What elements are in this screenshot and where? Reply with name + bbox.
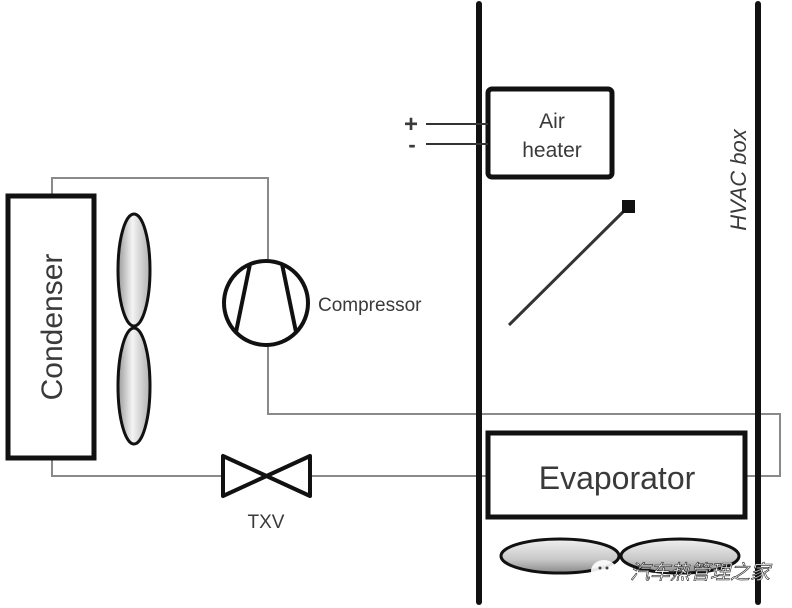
negative-terminal: -	[408, 132, 415, 157]
air-heater: Air heater	[485, 86, 615, 180]
evaporator-box	[485, 430, 748, 520]
condenser-label: Condenser	[36, 254, 69, 401]
condenser-fan-icon	[116, 212, 152, 446]
compressor-label: Compressor	[318, 295, 422, 316]
watermark: 汽车热管理之家	[591, 560, 773, 584]
evaporator: Evaporator	[485, 430, 748, 520]
blend-door-icon	[507, 200, 635, 327]
compressor-icon	[222, 259, 310, 347]
evaporator-label: Evaporator	[539, 460, 696, 496]
pipe-compressor-to-evaporator	[267, 344, 781, 477]
txv-label: TXV	[248, 512, 285, 533]
expansion-valve-icon	[221, 454, 312, 498]
air-heater-box	[485, 86, 615, 180]
positive-terminal: +	[404, 111, 418, 138]
refrigerant-pipes	[51, 177, 781, 477]
pipe-condenser-to-txv	[51, 458, 222, 477]
air-heater-label-line1: Air	[539, 110, 565, 133]
hvac-box-label: HVAC box	[726, 128, 751, 230]
condenser: Condenser	[5, 193, 97, 461]
watermark-text: 汽车热管理之家	[630, 560, 773, 584]
pipe-condenser-to-compressor	[51, 177, 269, 262]
evaporator-blower-icon	[499, 537, 741, 575]
air-heater-label-line2: heater	[522, 139, 582, 162]
watermark-logo-icon	[591, 560, 617, 582]
condenser-box	[5, 193, 97, 461]
